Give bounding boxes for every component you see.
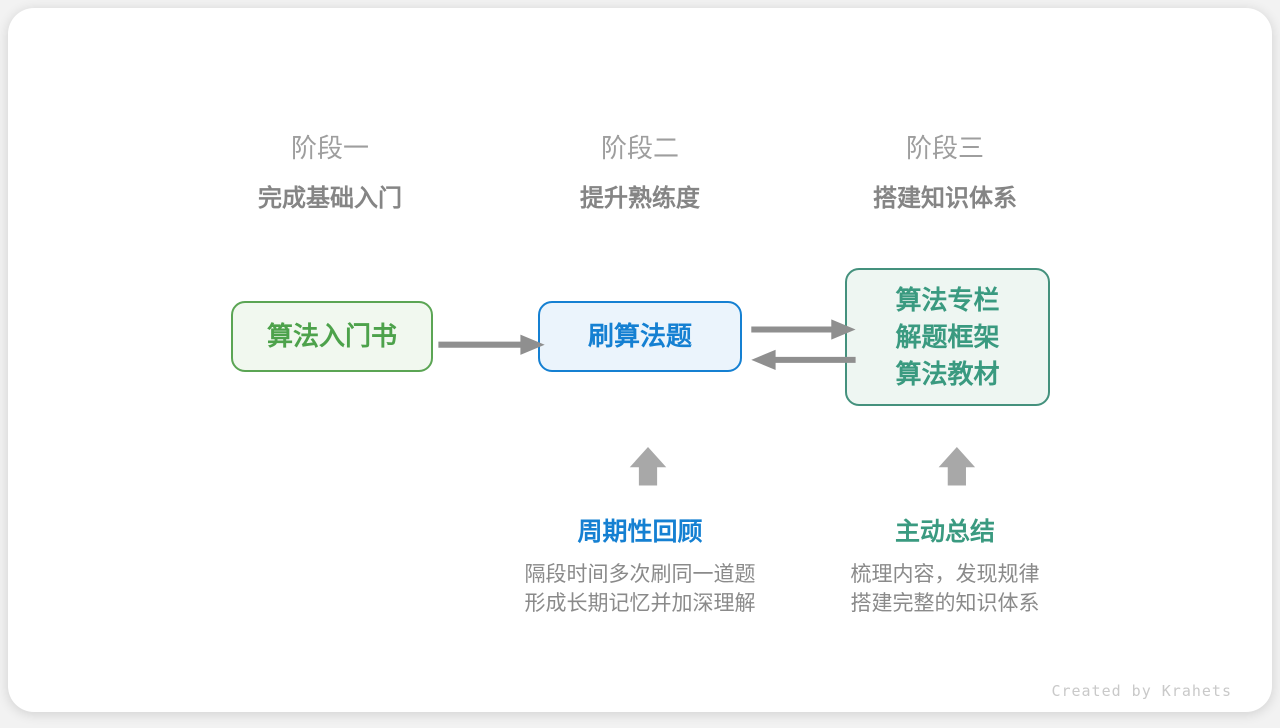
stage-2-subtitle: 提升熟练度: [580, 185, 700, 212]
node-knowledge-line-2: 解题框架: [895, 321, 1000, 352]
up-arrow-1-icon: [629, 446, 667, 486]
node-practice-problems: 刷算法题: [538, 301, 742, 372]
credit-text: Created by Krahets: [1051, 682, 1232, 700]
node-intro-book-label: 算法入门书: [266, 321, 397, 351]
annotation-periodic-review-title: 周期性回顾: [577, 518, 703, 546]
stage-2-label: 阶段二: [600, 133, 680, 163]
node-knowledge-line-3: 算法教材: [895, 358, 1000, 389]
arrow-right-2-icon: [751, 319, 856, 340]
arrow-right-1-icon: [438, 334, 545, 355]
annotation-periodic-review-desc-line-1: 隔段时间多次刷同一道题: [524, 563, 756, 586]
node-knowledge-line-1: 算法专栏: [895, 284, 1000, 315]
annotation-periodic-review-desc-line-2: 形成长期记忆并加深理解: [524, 592, 756, 615]
stage-3-subtitle: 搭建知识体系: [873, 185, 1017, 212]
annotation-active-summary-desc: 梳理内容，发现规律 搭建完整的知识体系: [851, 560, 1040, 618]
annotation-active-summary-title: 主动总结: [894, 518, 996, 546]
node-intro-book: 算法入门书: [231, 301, 433, 372]
annotation-active-summary-desc-line-1: 梳理内容，发现规律: [850, 563, 1040, 586]
diagram-card: 阶段一 完成基础入门 阶段二 提升熟练度 阶段三 搭建知识体系 算法入门书 刷算…: [8, 8, 1272, 712]
annotation-active-summary-desc-line-2: 搭建完整的知识体系: [850, 592, 1040, 615]
arrow-left-icon: [751, 349, 856, 371]
node-knowledge-sources: 算法专栏 解题框架 算法教材: [845, 268, 1050, 406]
up-arrow-2-icon: [938, 446, 976, 486]
node-practice-problems-label: 刷算法题: [587, 321, 692, 351]
annotation-periodic-review-desc: 隔段时间多次刷同一道题 形成长期记忆并加深理解: [525, 560, 756, 618]
stage-3-label: 阶段三: [905, 133, 985, 163]
stage-1-label: 阶段一: [290, 133, 370, 163]
stage-1-subtitle: 完成基础入门: [258, 185, 402, 212]
